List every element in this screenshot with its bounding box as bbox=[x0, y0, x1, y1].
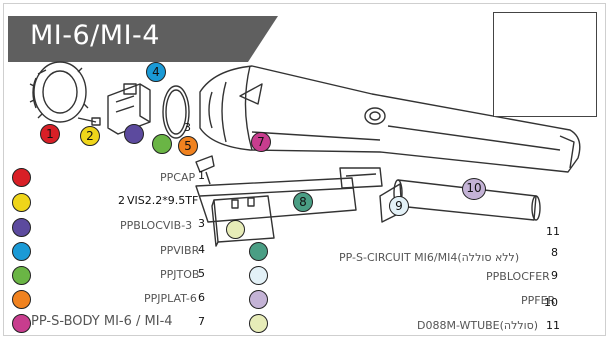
legend-dot-4 bbox=[12, 242, 31, 261]
callout-4-num: 4 bbox=[152, 65, 160, 79]
legend-num-2: 2 bbox=[118, 194, 125, 207]
callout-10-num: 10 bbox=[466, 181, 482, 195]
legend-num-7: 7 bbox=[198, 315, 205, 328]
legend-label-11: D088M-WTUBE(סוללה) bbox=[417, 319, 539, 332]
legend-label-3: PPBLOCVIB-3 bbox=[120, 219, 193, 232]
legend-label-10: PPFER bbox=[521, 294, 556, 307]
circuit-board-part bbox=[195, 167, 383, 223]
callout-3 bbox=[124, 124, 144, 144]
legend-dot-6 bbox=[12, 290, 31, 309]
legend-num-6: 6 bbox=[198, 291, 205, 304]
callout-10: 10 bbox=[462, 178, 486, 200]
legend-num-5: 5 bbox=[198, 267, 205, 280]
connector-part bbox=[195, 155, 215, 185]
callout-9: 9 bbox=[389, 196, 409, 216]
legend-num-4: 4 bbox=[198, 243, 205, 256]
callout-1-num: 1 bbox=[46, 127, 54, 141]
legend-num-1: 1 bbox=[198, 169, 205, 182]
legend-dot-5 bbox=[12, 266, 31, 285]
cap-part bbox=[29, 61, 89, 123]
callout-8: 8 bbox=[293, 192, 313, 212]
legend-label-5: PPJTOB bbox=[160, 268, 200, 281]
legend-dot-10 bbox=[249, 290, 268, 309]
legend-label-7: PP-S-BODY MI-6 / MI-4 bbox=[31, 314, 173, 329]
vibrator-block-part bbox=[107, 83, 151, 135]
screw-part bbox=[77, 117, 101, 126]
battery-block-part bbox=[211, 195, 275, 247]
body-part bbox=[199, 65, 581, 173]
legend-dot-1 bbox=[12, 168, 31, 187]
legend-label-4: PPVIBR bbox=[160, 244, 200, 257]
legend-dot-11 bbox=[249, 314, 268, 333]
callout-7-num: 7 bbox=[257, 135, 265, 149]
callout-11-num: 11 bbox=[546, 225, 560, 238]
callout-2-num: 2 bbox=[86, 129, 94, 143]
legend-dot-8 bbox=[249, 242, 268, 261]
legend-label-6: PPJPLAT-6 bbox=[144, 292, 197, 305]
legend-label-9: PPBLOCFER bbox=[486, 270, 550, 283]
legend-dot-7 bbox=[12, 314, 31, 333]
page-title: MI-6/MI-4 bbox=[30, 20, 160, 51]
o-ring-part bbox=[162, 85, 190, 139]
callout-9-num: 9 bbox=[395, 199, 403, 213]
callout-2: 2 bbox=[80, 126, 100, 146]
legend-num-11: 11 bbox=[546, 319, 560, 332]
title-banner bbox=[8, 16, 278, 62]
legend-dot-3 bbox=[12, 218, 31, 237]
legend-num-10: 10 bbox=[544, 296, 558, 309]
callout-7: 7 bbox=[251, 132, 271, 152]
callout-4: 4 bbox=[146, 62, 166, 82]
callout-6: 5 bbox=[178, 136, 198, 156]
legend-label-8: PP-S-CIRCUIT MI6/MI4(ללא סוללה) bbox=[339, 251, 520, 264]
legend-dot-3b bbox=[226, 220, 245, 239]
legend-num-3: 3 bbox=[198, 217, 205, 230]
callout-5 bbox=[152, 134, 172, 154]
legend-label-1: PPCAP bbox=[160, 171, 196, 184]
callout-3-num: 3 bbox=[184, 121, 191, 134]
callout-8-num: 8 bbox=[299, 195, 307, 209]
callout-1: 1 bbox=[40, 124, 60, 144]
legend-dot-2 bbox=[12, 193, 31, 212]
outer-frame bbox=[3, 3, 606, 336]
legend-num-8: 8 bbox=[551, 246, 558, 259]
callout-6-num: 5 bbox=[184, 139, 192, 153]
legend-num-9: 9 bbox=[551, 269, 558, 282]
legend-dot-9 bbox=[249, 266, 268, 285]
tool-box bbox=[493, 12, 597, 117]
legend-label-2: VIS2.2*9.5TF bbox=[127, 194, 199, 207]
